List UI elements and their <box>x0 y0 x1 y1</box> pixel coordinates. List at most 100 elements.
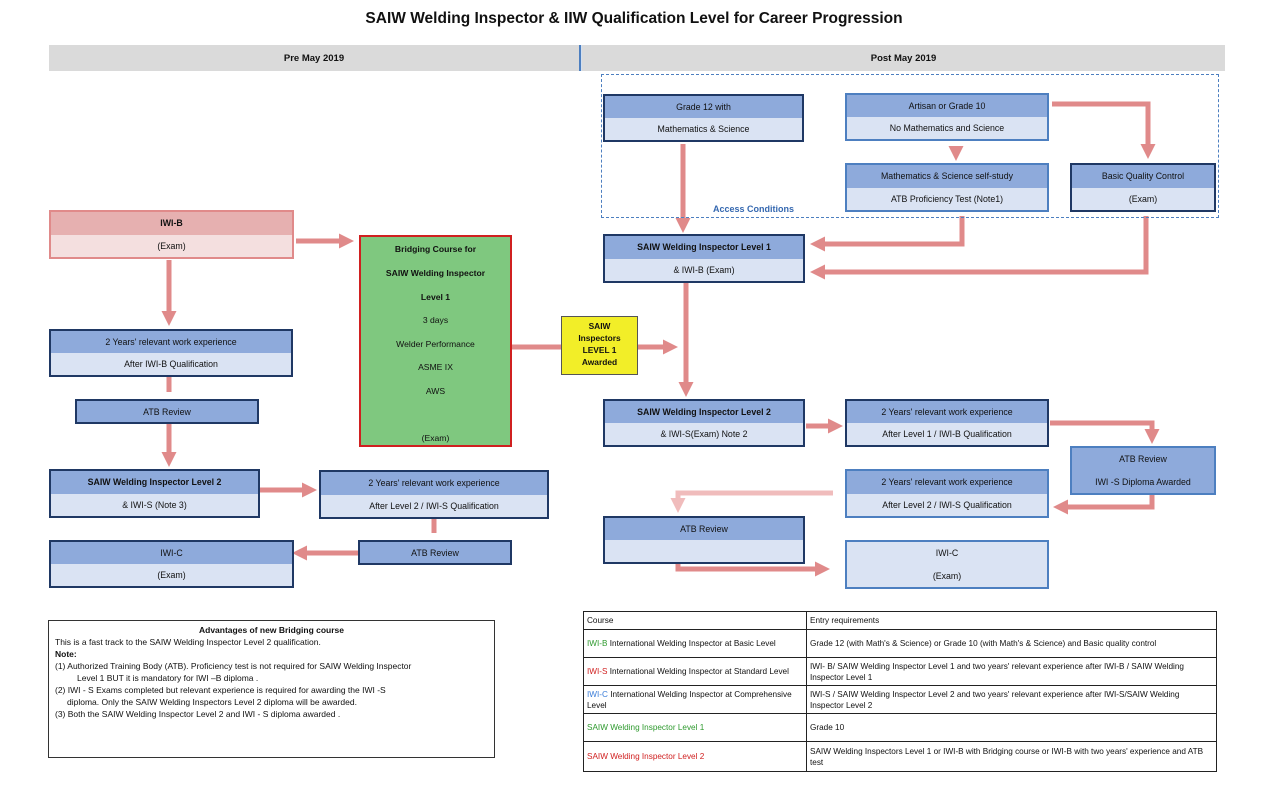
course-cell: IWI-S International Welding Inspector at… <box>583 657 807 686</box>
artisan-title: Artisan or Grade 10 <box>847 95 1047 117</box>
course-code: IWI-C <box>587 689 608 699</box>
atb-review-box-left-2: ATB Review <box>358 540 512 565</box>
requirement-cell: SAIW Welding Inspectors Level 1 or IWI-B… <box>806 741 1217 772</box>
arrow-work1-to-atbdip <box>1050 420 1160 444</box>
column-header-course: Course <box>583 611 807 630</box>
iwi-s-diploma-awarded: IWI -S Diploma Awarded <box>1072 470 1214 493</box>
work-experience-detail: After IWI-B Qualification <box>51 353 291 375</box>
column-header-entry-requirements: Entry requirements <box>806 611 1217 630</box>
work-experience-title: 2 Years' relevant work experience <box>847 401 1047 423</box>
work-experience-detail: After Level 2 / IWI-S Qualification <box>321 494 547 517</box>
work-experience-after-level2-right-box: 2 Years' relevant work experience After … <box>845 469 1049 518</box>
table-row: IWI-S International Welding Inspector at… <box>583 657 1217 686</box>
page-title: SAIW Welding Inspector & IIW Qualificati… <box>365 10 903 27</box>
awarded-line: Awarded <box>581 357 618 367</box>
course-code: SAIW Welding Inspector Level 2 <box>587 752 705 761</box>
atb-review-diploma-box: ATB Review IWI -S Diploma Awarded <box>1070 446 1216 495</box>
arrow-work2-to-atb <box>670 490 833 513</box>
iwi-c-exam: (Exam) <box>51 564 292 586</box>
bqc-exam: (Exam) <box>1072 187 1214 210</box>
awarded-line: Inspectors <box>578 333 621 343</box>
bridging-line: Welder Performance <box>396 339 475 349</box>
self-study-title: Mathematics & Science self-study <box>847 165 1047 188</box>
grade12-title: Grade 12 with <box>605 96 802 118</box>
arrow-atbdip-to-work2 <box>1053 493 1155 515</box>
bridging-line: ASME IX <box>418 362 453 372</box>
advantages-line: (2) IWI - S Exams completed but relevant… <box>55 685 386 695</box>
artisan-grade10-box: Artisan or Grade 10 No Mathematics and S… <box>845 93 1049 141</box>
requirement-cell: Grade 10 <box>806 713 1217 742</box>
bridging-line: Level 1 <box>420 292 451 302</box>
saiw-level1-detail: & IWI-B (Exam) <box>605 258 803 281</box>
table-header-row: Course Entry requirements <box>583 611 1217 630</box>
atb-review-title: ATB Review <box>605 518 803 540</box>
iwi-c-exam: (Exam) <box>847 564 1047 587</box>
advantages-line: Note: <box>55 649 77 659</box>
bridging-line: Bridging Course for <box>394 244 477 254</box>
arrow-selfstudy-to-level1 <box>810 216 965 252</box>
arrow-bqc-to-level1 <box>810 216 1149 280</box>
bridging-course-box: Bridging Course for SAIW Welding Inspect… <box>359 235 512 447</box>
requirement-cell: IWI- B/ SAIW Welding Inspector Level 1 a… <box>806 657 1217 686</box>
work-experience-detail: After Level 2 / IWI-S Qualification <box>847 493 1047 516</box>
bridging-line: (Exam) <box>421 433 450 443</box>
header-pre-may-2019: Pre May 2019 <box>49 45 579 71</box>
table-row: SAIW Welding Inspector Level 1 Grade 10 <box>583 713 1217 742</box>
saiw-level1-title: SAIW Welding Inspector Level 1 <box>605 236 803 259</box>
header-post-may-2019: Post May 2019 <box>582 45 1225 71</box>
work-experience-after-level2-box: 2 Years' relevant work experience After … <box>319 470 549 519</box>
saiw-level2-box-right: SAIW Welding Inspector Level 2 & IWI-S(E… <box>603 399 805 447</box>
table-row: SAIW Welding Inspector Level 2 SAIW Weld… <box>583 741 1217 772</box>
course-code: SAIW Welding Inspector Level 1 <box>587 723 705 732</box>
awarded-line: SAIW <box>588 321 611 331</box>
math-science-self-study-box: Mathematics & Science self-study ATB Pro… <box>845 163 1049 212</box>
iwi-b-box: IWI-B (Exam) <box>49 210 294 259</box>
saiw-level2-detail: & IWI-S (Note 3) <box>51 493 258 516</box>
saiw-level2-box-left: SAIW Welding Inspector Level 2 & IWI-S (… <box>49 469 260 518</box>
course-code: IWI-S <box>587 667 608 676</box>
access-conditions-label: Access Conditions <box>713 204 795 214</box>
work-experience-after-level1-box: 2 Years' relevant work experience After … <box>845 399 1049 447</box>
course-code: IWI-B <box>587 639 608 648</box>
advantages-line: (1) Authorized Training Body (ATB). Prof… <box>55 661 412 671</box>
work-experience-after-iwib-box: 2 Years' relevant work experience After … <box>49 329 293 377</box>
iwi-c-title: IWI-C <box>847 542 1047 565</box>
requirement-cell: Grade 12 (with Math's & Science) or Grad… <box>806 629 1217 658</box>
basic-quality-control-box: Basic Quality Control (Exam) <box>1070 163 1216 212</box>
course-description: International Welding Inspector at Compr… <box>587 689 792 710</box>
iwi-b-title: IWI-B <box>51 212 292 235</box>
work-experience-title: 2 Years' relevant work experience <box>321 472 547 495</box>
work-experience-title: 2 Years' relevant work experience <box>847 471 1047 494</box>
iwi-c-box-left: IWI-C (Exam) <box>49 540 294 588</box>
course-entry-requirements-table: Course Entry requirements IWI-B Internat… <box>583 611 1217 772</box>
advantages-note-box: Advantages of new Bridging course This i… <box>48 620 495 758</box>
advantages-line: Level 1 BUT it is mandatory for IWI –B d… <box>77 673 259 683</box>
iwi-c-box-right: IWI-C (Exam) <box>845 540 1049 589</box>
access-conditions-frame <box>601 74 1219 218</box>
iwi-b-exam: (Exam) <box>51 234 292 257</box>
atb-review-box-right: ATB Review <box>603 516 805 564</box>
saiw-level1-box: SAIW Welding Inspector Level 1 & IWI-B (… <box>603 234 805 283</box>
awarded-line: LEVEL 1 <box>582 345 617 355</box>
saiw-level2-title: SAIW Welding Inspector Level 2 <box>51 471 258 494</box>
advantages-line: This is a fast track to the SAIW Welding… <box>55 637 321 647</box>
requirement-cell: IWI-S / SAIW Welding Inspector Level 2 a… <box>806 685 1217 714</box>
grade12-detail: Mathematics & Science <box>605 118 802 140</box>
saiw-level2-detail: & IWI-S(Exam) Note 2 <box>605 423 803 445</box>
table-row: IWI-B International Welding Inspector at… <box>583 629 1217 658</box>
saiw-level2-title: SAIW Welding Inspector Level 2 <box>605 401 803 423</box>
self-study-detail: ATB Proficiency Test (Note1) <box>847 187 1047 210</box>
atb-review-box-left: ATB Review <box>75 399 259 424</box>
atb-review-title: ATB Review <box>1072 448 1214 471</box>
work-experience-detail: After Level 1 / IWI-B Qualification <box>847 423 1047 445</box>
arrow-artisan-to-bqc <box>1052 101 1156 159</box>
bridging-line: SAIW Welding Inspector <box>385 268 486 278</box>
bqc-title: Basic Quality Control <box>1072 165 1214 188</box>
bridging-line: 3 days <box>422 315 449 325</box>
advantages-line: diploma. Only the SAIW Welding Inspector… <box>67 697 357 707</box>
course-cell: SAIW Welding Inspector Level 1 <box>583 713 807 742</box>
bridging-line: AWS <box>425 386 446 396</box>
atb-review-blank <box>605 540 803 562</box>
table-row: IWI-C International Welding Inspector at… <box>583 685 1217 714</box>
